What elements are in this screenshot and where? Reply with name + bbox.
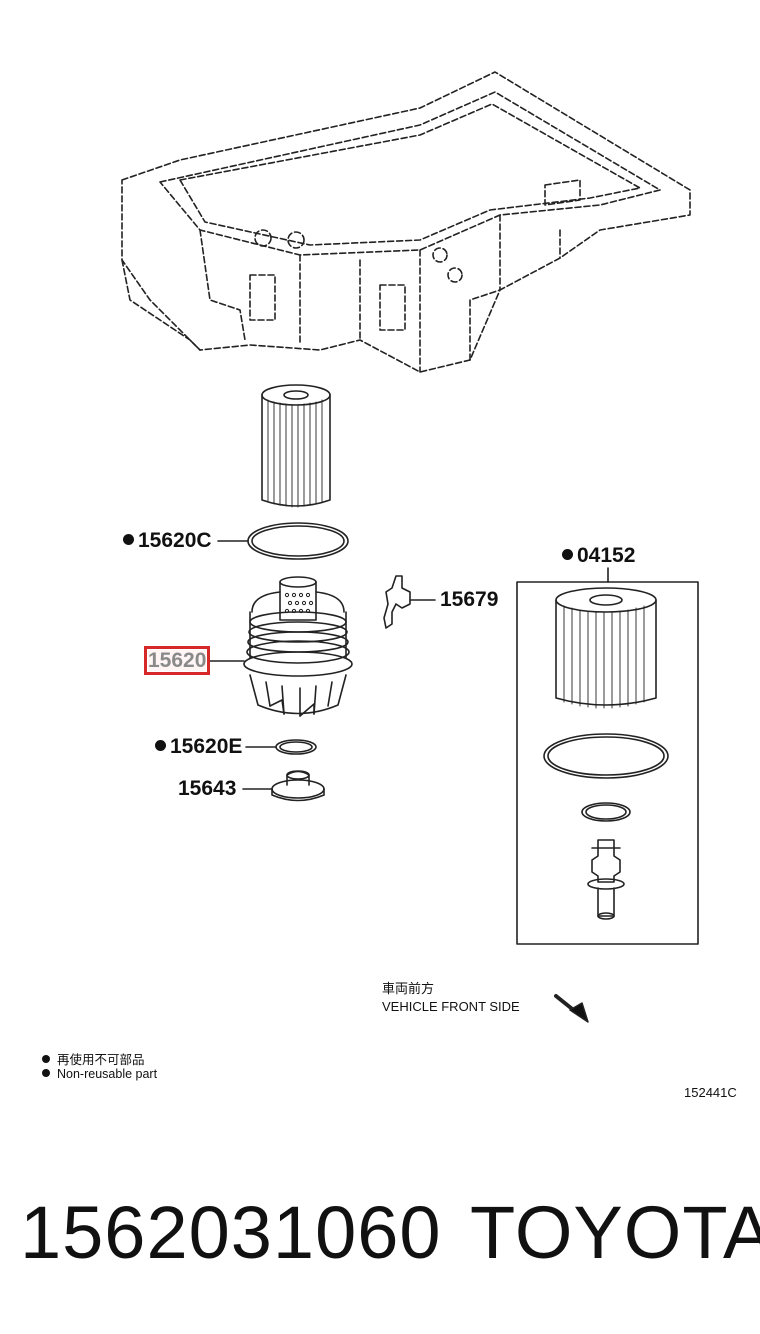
legend-ja-text: 再使用不可部品 (57, 1053, 145, 1067)
legend-dot (42, 1055, 50, 1063)
filter-cap (243, 576, 353, 717)
kit-box (516, 567, 699, 945)
non-reusable-dot (123, 534, 134, 545)
drain-plug (271, 770, 325, 802)
vehicle-front-label: 車両前方 VEHICLE FRONT SIDE (382, 980, 520, 1015)
brand-name: TOYOTA (470, 1191, 760, 1274)
callout-15679: 15679 (440, 589, 498, 610)
callout-15620-label: 15620 (148, 649, 207, 672)
figure-code: 152441C (684, 1085, 737, 1100)
legend-ja: 再使用不可部品 (42, 1049, 145, 1068)
front-direction-arrow (554, 994, 589, 1023)
part-number: 1562031060 (20, 1191, 442, 1274)
callout-15620-highlighted[interactable]: 15620 (143, 646, 211, 675)
vehicle-front-ja: 車両前方 (382, 981, 435, 996)
callout-04152-label: 04152 (577, 544, 636, 567)
non-reusable-dot (562, 549, 573, 560)
callout-04152: 04152 (562, 545, 635, 566)
legend-en: Non-reusable part (42, 1067, 157, 1081)
callout-15643: 15643 (178, 778, 236, 799)
oil-pan (121, 71, 691, 373)
callout-15679-label: 15679 (440, 588, 499, 611)
callout-15620c: 15620C (123, 530, 212, 551)
non-reusable-dot (155, 740, 166, 751)
callout-15620e-label: 15620E (170, 735, 243, 758)
vehicle-front-en: VEHICLE FRONT SIDE (382, 998, 520, 1014)
o-ring-15620c (247, 522, 349, 560)
callout-15643-label: 15643 (178, 777, 237, 800)
callout-15620e: 15620E (155, 736, 242, 757)
legend-en-text: Non-reusable part (57, 1067, 158, 1081)
bracket-15679 (383, 575, 436, 629)
filter-element (261, 384, 331, 508)
callout-15620c-label: 15620C (138, 529, 212, 552)
legend-dot (42, 1069, 50, 1077)
